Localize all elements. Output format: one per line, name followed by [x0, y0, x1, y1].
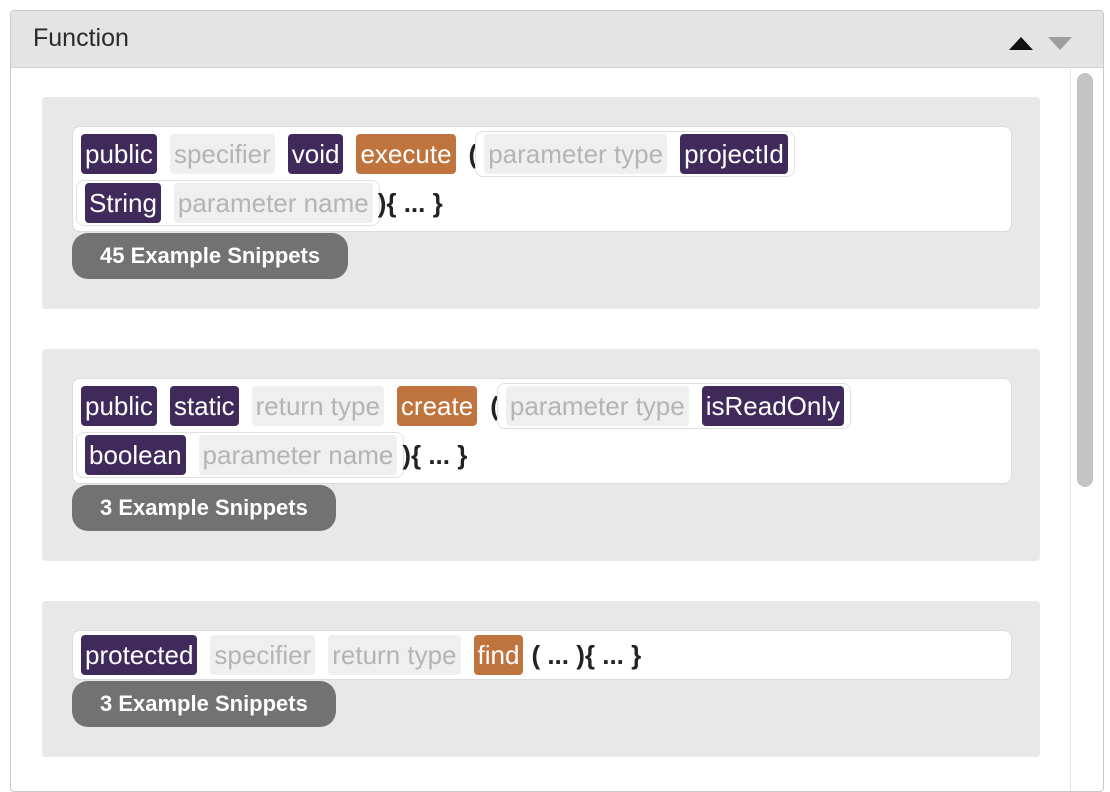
keyword-token[interactable]: protected: [81, 635, 198, 675]
scrollbar-track[interactable]: [1070, 67, 1071, 791]
specifier-placeholder[interactable]: specifier: [210, 635, 316, 675]
signature-line: public static return type create ( param…: [81, 383, 852, 429]
parameter-type-placeholder[interactable]: parameter type: [505, 386, 689, 426]
signature-line: public specifier void execute ( paramete…: [81, 131, 795, 177]
parameter-name-token[interactable]: isReadOnly: [701, 386, 845, 426]
example-snippets-button[interactable]: 3 Example Snippets: [72, 485, 336, 531]
parameter-name-token[interactable]: projectId: [680, 134, 788, 174]
parameter-name-placeholder[interactable]: parameter name: [173, 183, 373, 223]
collapse-up-icon[interactable]: [1009, 37, 1033, 50]
open-paren: (: [468, 139, 478, 169]
return-type-token[interactable]: void: [287, 134, 344, 174]
function-card: public static return type create ( param…: [42, 349, 1040, 561]
function-card: protected specifier return type find ( .…: [42, 601, 1040, 757]
function-signature: public specifier void execute ( paramete…: [72, 126, 1012, 232]
parameter-group: parameter type projectId: [475, 131, 795, 177]
parameter-group: parameter type isReadOnly: [496, 383, 852, 429]
function-card: public specifier void execute ( paramete…: [42, 97, 1040, 309]
parameter-type-token[interactable]: boolean: [85, 435, 186, 475]
function-panel: Function public specifier void execute (…: [10, 10, 1104, 792]
method-name-token[interactable]: execute: [356, 134, 456, 174]
signature-line: String parameter name ){ ... }: [76, 180, 443, 226]
function-signature: protected specifier return type find ( .…: [72, 630, 1012, 680]
open-paren: (: [490, 391, 499, 421]
signature-line: protected specifier return type find ( .…: [81, 635, 641, 675]
expand-down-icon[interactable]: [1048, 37, 1072, 50]
return-type-placeholder[interactable]: return type: [251, 386, 384, 426]
parameter-type-token[interactable]: String: [85, 183, 161, 223]
parameter-group: String parameter name: [76, 180, 380, 226]
parameter-group: boolean parameter name: [76, 432, 405, 478]
keyword-token[interactable]: public: [81, 386, 157, 426]
signature-line: boolean parameter name ){ ... }: [76, 432, 468, 478]
panel-header: Function: [11, 11, 1103, 68]
signature-tail: ){ ... }: [402, 440, 468, 470]
signature-tail: ( ... ){ ... }: [531, 640, 642, 670]
parameter-name-placeholder[interactable]: parameter name: [198, 435, 398, 475]
method-name-token[interactable]: find: [473, 635, 524, 675]
method-name-token[interactable]: create: [396, 386, 478, 426]
scrollbar-thumb[interactable]: [1077, 73, 1093, 487]
keyword-token[interactable]: public: [81, 134, 157, 174]
example-snippets-button[interactable]: 3 Example Snippets: [72, 681, 336, 727]
modifier-token[interactable]: static: [169, 386, 239, 426]
panel-title: Function: [33, 24, 129, 52]
parameter-type-placeholder[interactable]: parameter type: [484, 134, 668, 174]
specifier-placeholder[interactable]: specifier: [169, 134, 275, 174]
function-signature: public static return type create ( param…: [72, 378, 1012, 484]
return-type-placeholder[interactable]: return type: [328, 635, 461, 675]
example-snippets-button[interactable]: 45 Example Snippets: [72, 233, 349, 279]
signature-tail: ){ ... }: [377, 188, 443, 218]
